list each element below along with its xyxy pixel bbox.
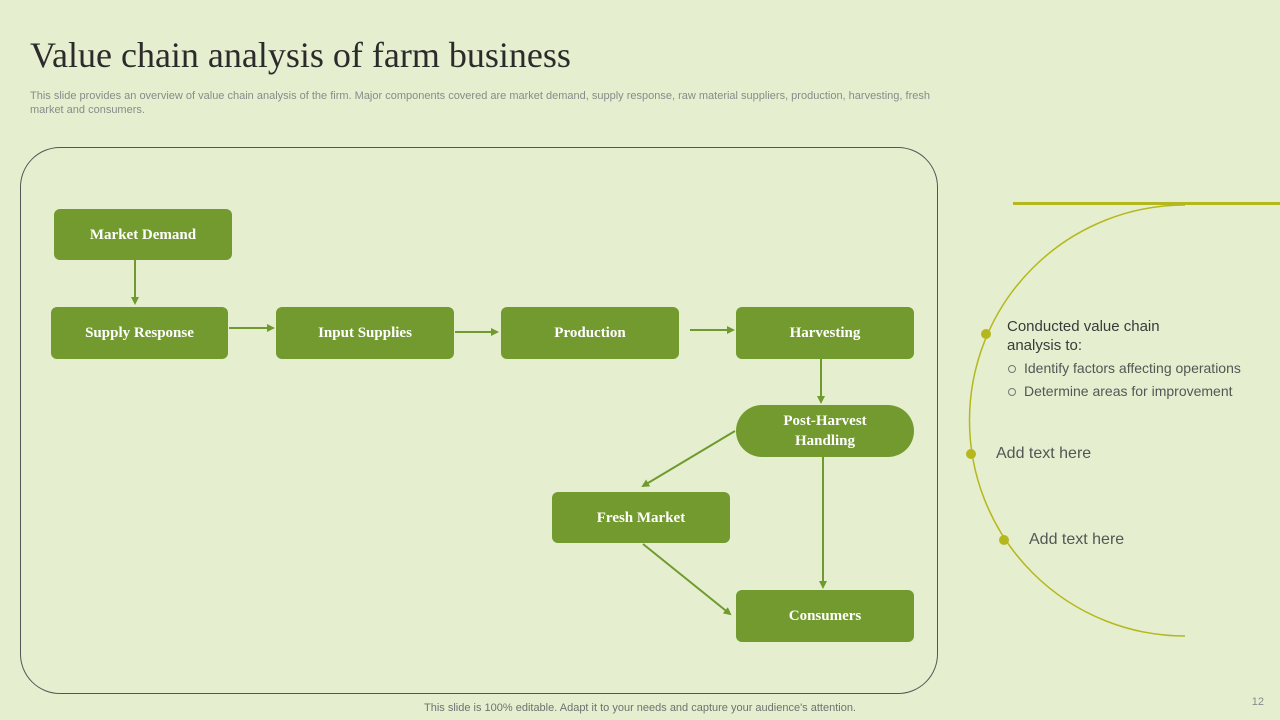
diagram-panel — [20, 147, 938, 694]
slide-subtitle: This slide provides an overview of value… — [30, 90, 930, 116]
node-fresh-market: Fresh Market — [552, 492, 730, 543]
side-item-2-label: Determine areas for improvement — [1024, 383, 1233, 399]
decorative-circle-arc — [968, 204, 1186, 637]
side-item-1-label: Identify factors affecting operations — [1024, 360, 1241, 376]
arrow-freshmarket-to-consumers — [642, 543, 732, 616]
side-item-1: Identify factors affecting operations — [1008, 360, 1241, 376]
node-market-demand: Market Demand — [54, 209, 232, 260]
bullet-dot-2 — [966, 449, 976, 459]
bullet-dot-1 — [981, 329, 991, 339]
arrow-postharvest-to-freshmarket — [641, 430, 736, 488]
node-post-harvest: Post-Harvest Handling — [736, 405, 914, 457]
node-production: Production — [501, 307, 679, 359]
node-supply-response: Supply Response — [51, 307, 228, 359]
node-input-supplies: Input Supplies — [276, 307, 454, 359]
accent-line — [1013, 202, 1280, 205]
side-item-2: Determine areas for improvement — [1008, 383, 1233, 399]
node-consumers: Consumers — [736, 590, 914, 642]
side-heading: Conducted value chain analysis to: — [1007, 318, 1160, 354]
node-harvesting: Harvesting — [736, 307, 914, 359]
add-text-1: Add text here — [996, 445, 1092, 462]
slide-title: Value chain analysis of farm business — [30, 35, 571, 75]
page-number: 12 — [1251, 696, 1264, 708]
bullet-dot-3 — [999, 535, 1009, 545]
add-text-2: Add text here — [1029, 531, 1125, 548]
footer-note: This slide is 100% editable. Adapt it to… — [424, 702, 856, 714]
